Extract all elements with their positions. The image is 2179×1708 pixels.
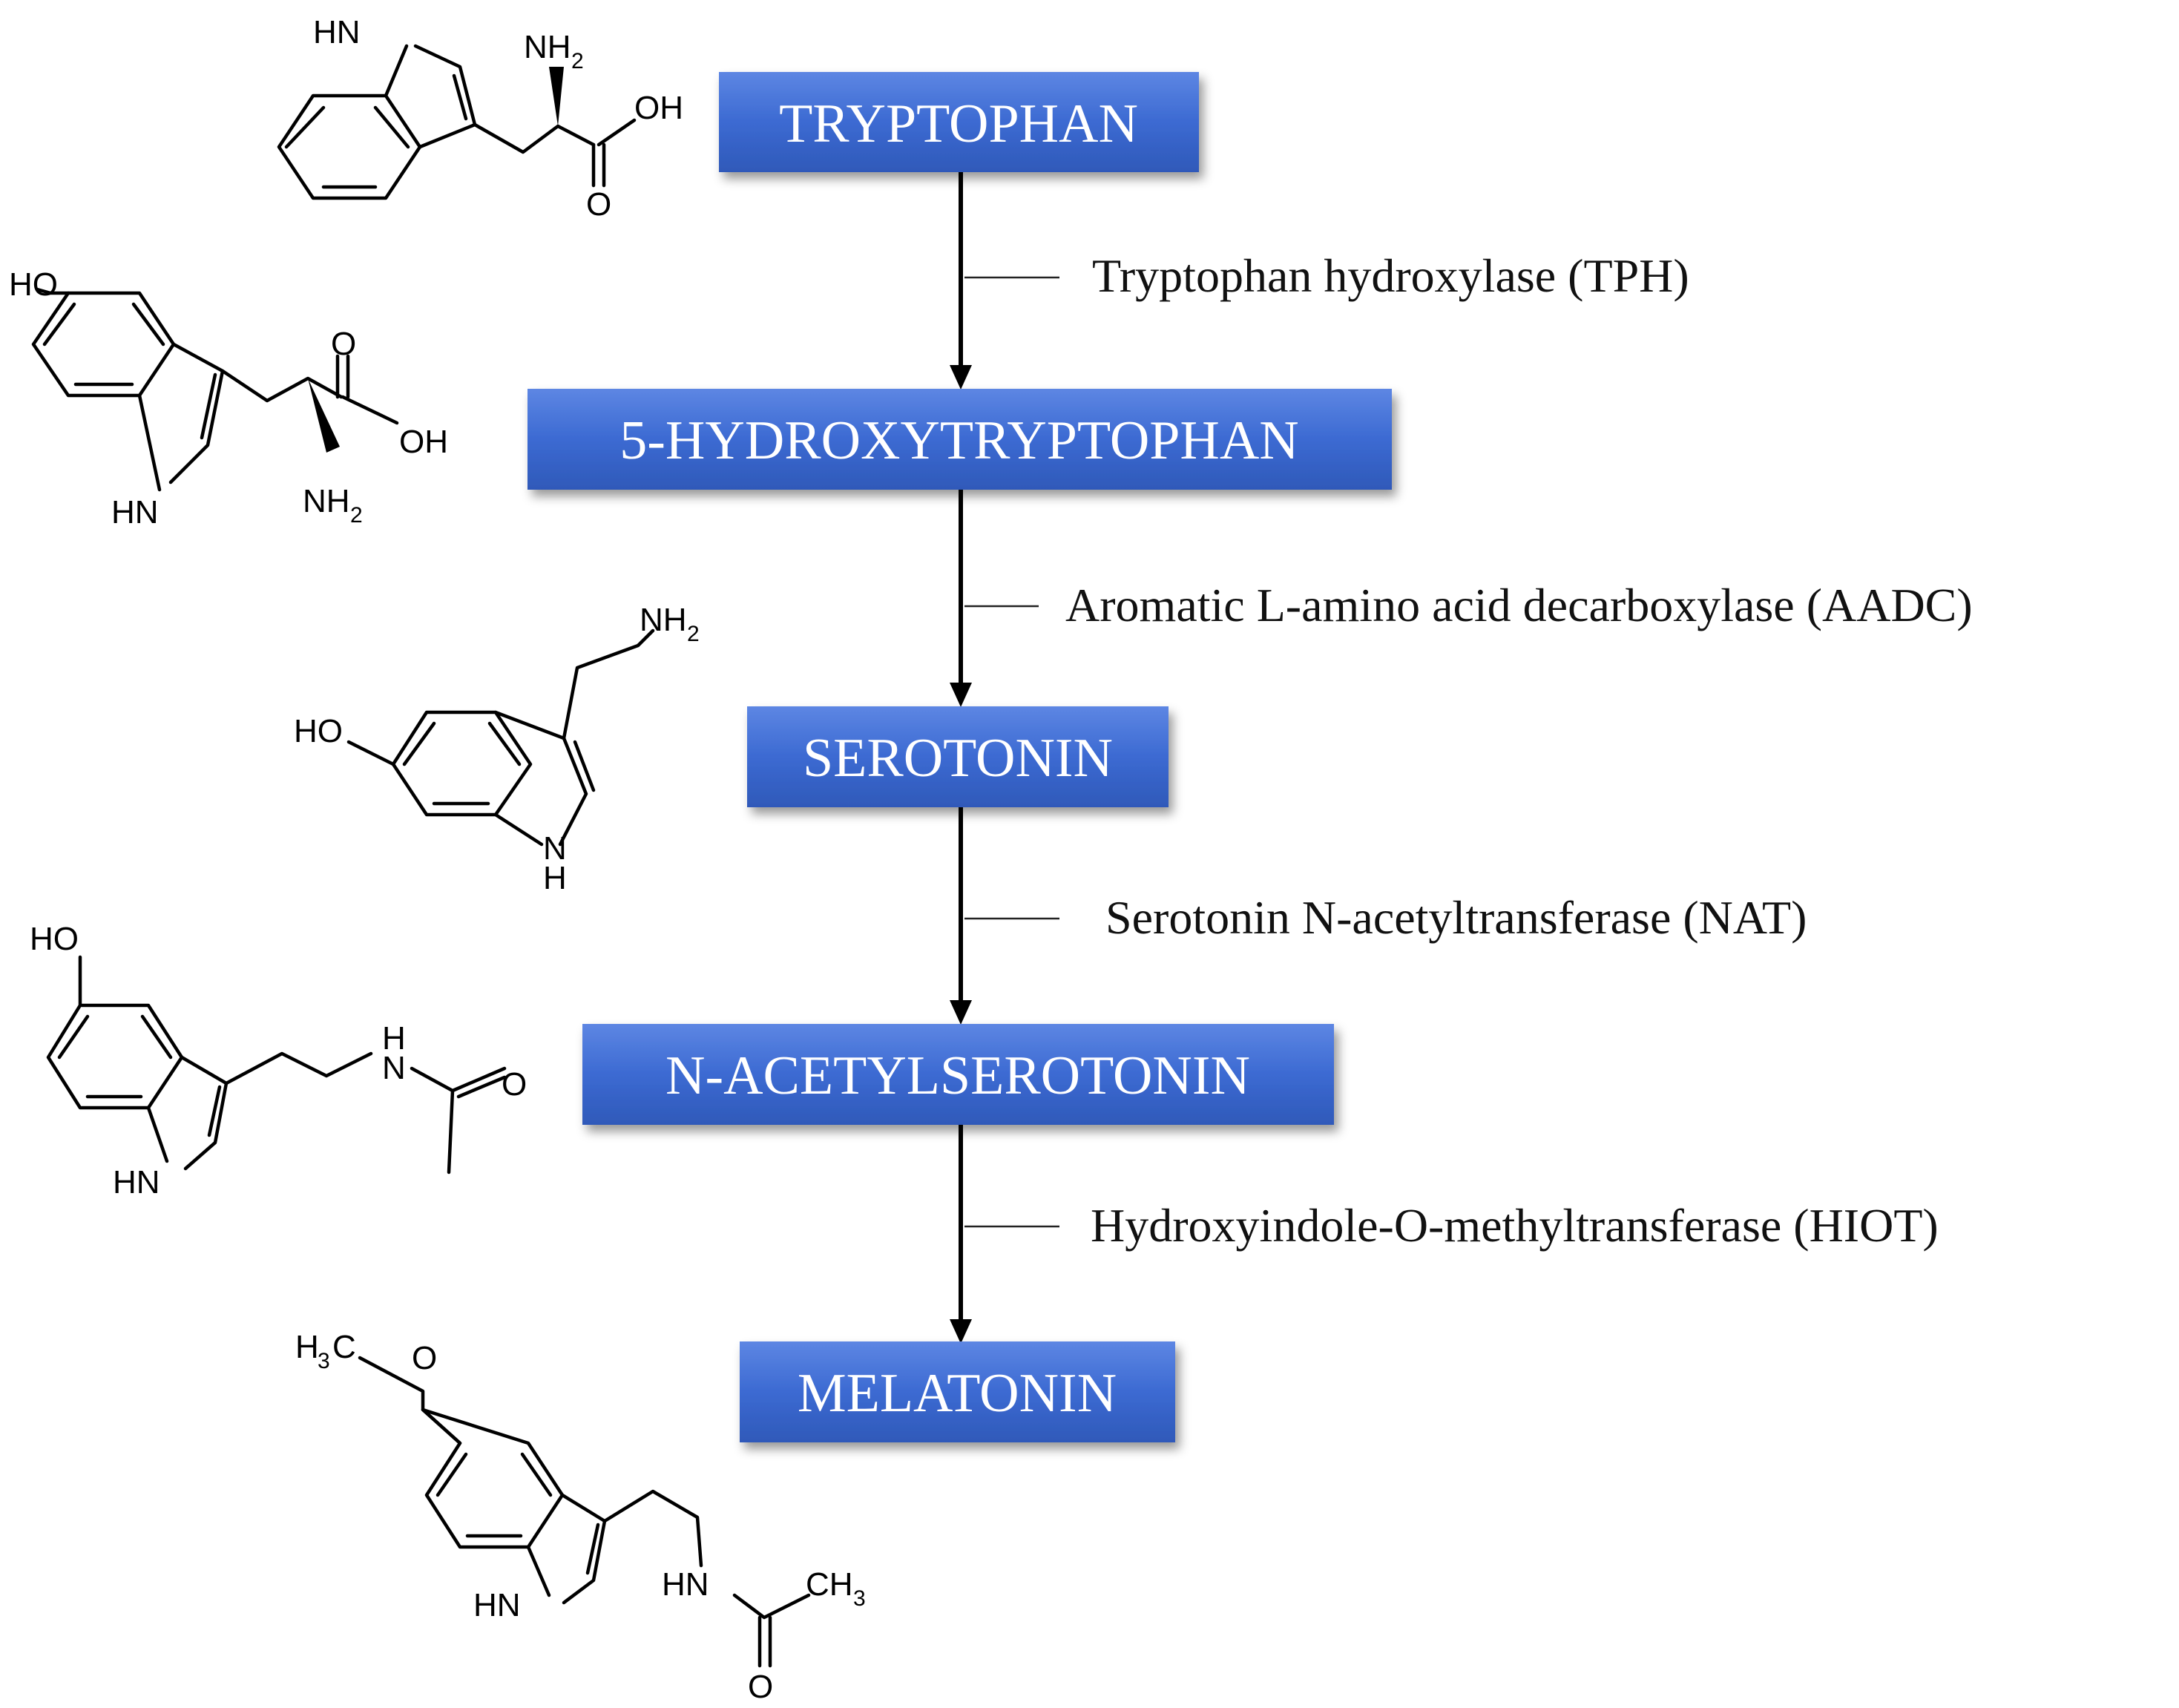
- atom-label: NH: [303, 483, 350, 519]
- atom-label: O: [412, 1340, 437, 1376]
- enzyme-label-aadc: Aromatic L-amino acid decarboxylase (AAD…: [1065, 579, 1973, 631]
- arrowhead-4: [950, 1319, 972, 1344]
- metabolite-label: MELATONIN: [798, 1363, 1117, 1424]
- atom-label: 3: [318, 1349, 330, 1373]
- arrowhead-1: [950, 365, 972, 390]
- structure-n-acetylserotonin: HO H N O HN: [30, 921, 527, 1200]
- pathway-arrows: [950, 172, 1059, 1344]
- atom-label: HO: [294, 713, 343, 749]
- atom-label: C: [332, 1329, 356, 1365]
- metabolite-label: SEROTONIN: [803, 728, 1113, 789]
- atom-label: 2: [687, 622, 700, 646]
- structure-melatonin: H 3 C O HN HN CH 3 O: [295, 1329, 866, 1705]
- atom-label: N: [382, 1050, 406, 1086]
- metabolite-box-serotonin: SEROTONIN: [747, 706, 1169, 807]
- atom-label: HN: [662, 1566, 709, 1603]
- atom-label: HN: [111, 494, 159, 531]
- atom-label: NH: [524, 29, 571, 65]
- atom-label: O: [748, 1669, 773, 1705]
- atom-label: OH: [399, 424, 448, 460]
- atom-label: O: [586, 186, 611, 223]
- atom-label: 2: [571, 49, 584, 73]
- atom-label: 2: [350, 503, 363, 528]
- structure-5-hydroxytryptophan: HO O OH NH 2 HN: [9, 266, 448, 531]
- metabolite-label: N-ACETYLSEROTONIN: [665, 1045, 1250, 1106]
- atom-label: NH: [640, 602, 687, 638]
- atom-label: HN: [113, 1164, 160, 1200]
- atom-label: HO: [9, 266, 58, 303]
- atom-label: HN: [313, 14, 361, 50]
- enzyme-label-nat: Serotonin N-acetyltransferase (NAT): [1105, 891, 1807, 944]
- atom-label: H: [543, 860, 567, 896]
- metabolite-box-n-acetylserotonin: N-ACETYLSEROTONIN: [582, 1024, 1334, 1125]
- metabolite-label: 5-HYDROXYTRYPTOPHAN: [619, 410, 1299, 471]
- enzyme-label-tph: Tryptophan hydroxylase (TPH): [1092, 249, 1689, 302]
- atom-label: O: [502, 1066, 527, 1103]
- atom-label: H: [295, 1329, 319, 1365]
- atom-label: OH: [634, 90, 683, 126]
- atom-label: HO: [30, 921, 79, 957]
- atom-label: N: [543, 830, 567, 867]
- metabolite-box-tryptophan: TRYPTOPHAN: [719, 72, 1199, 172]
- atom-label: 3: [853, 1586, 866, 1611]
- metabolite-label: TRYPTOPHAN: [779, 93, 1138, 154]
- enzyme-label-hiot: Hydroxyindole-O-methyltransferase (HIOT): [1091, 1199, 1939, 1252]
- metabolite-box-melatonin: MELATONIN: [740, 1341, 1175, 1442]
- arrowhead-3: [950, 1000, 972, 1025]
- atom-label: HN: [473, 1587, 521, 1623]
- arrowhead-2: [950, 683, 972, 707]
- structure-serotonin: NH 2 HO N H: [294, 602, 700, 896]
- atom-label: H: [382, 1020, 406, 1057]
- atom-label: CH: [806, 1566, 853, 1603]
- atom-label: O: [331, 326, 356, 362]
- metabolite-box-5htp: 5-HYDROXYTRYPTOPHAN: [528, 389, 1392, 490]
- structure-tryptophan: HN NH 2 OH O: [277, 14, 683, 223]
